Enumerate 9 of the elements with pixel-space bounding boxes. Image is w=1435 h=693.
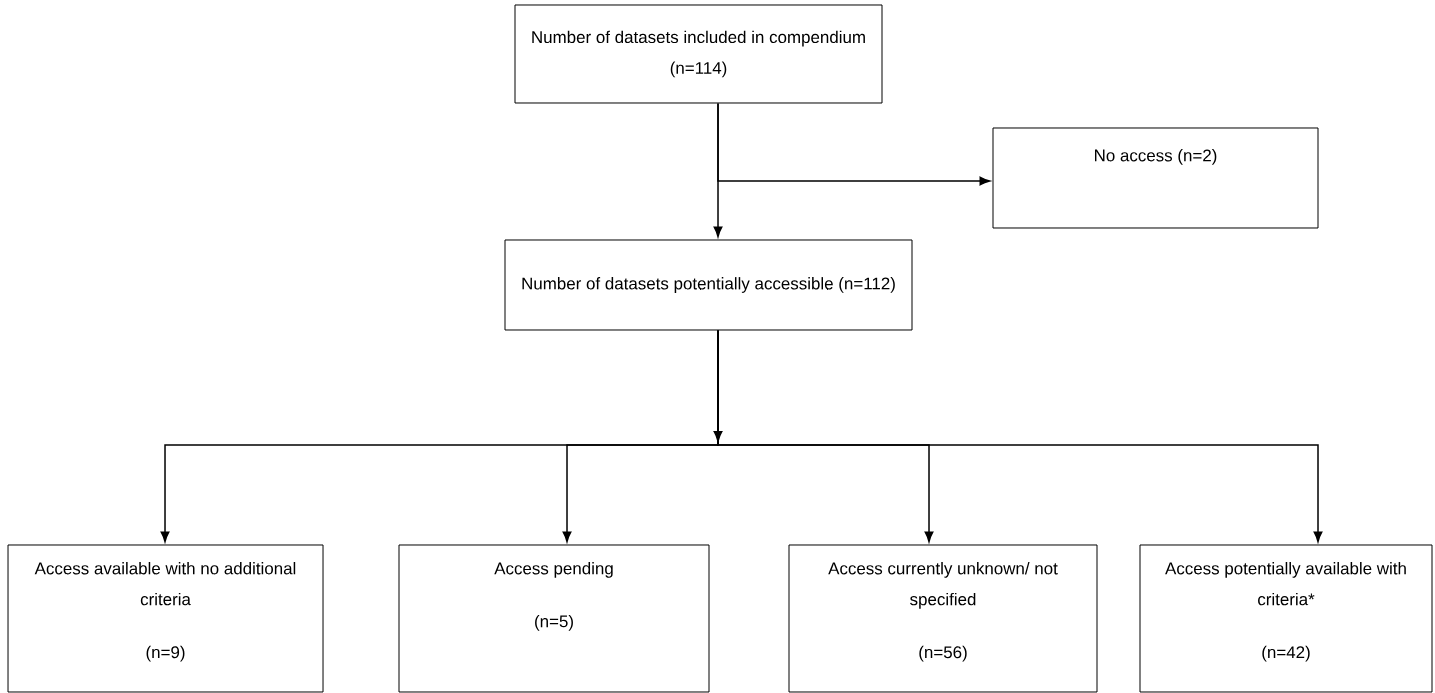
outcome-box: Access pending (n=5) [398, 544, 710, 693]
exclusion-box: No access (n=2) [992, 127, 1319, 229]
process-box: Number of datasets potentially accessible (n=112) [504, 239, 913, 331]
arrow [717, 102, 991, 186]
arrow [717, 329, 1323, 543]
outcome-box: Access currently unknown/ not specified (n=56) [788, 544, 1098, 693]
outcome-box: Access potentially available with criteria* (n=42) [1139, 544, 1433, 693]
outcome-box: Access available with no additional criteria (n=9) [7, 544, 324, 693]
process-box: Number of datasets included in compendium (n=114) [514, 4, 883, 104]
